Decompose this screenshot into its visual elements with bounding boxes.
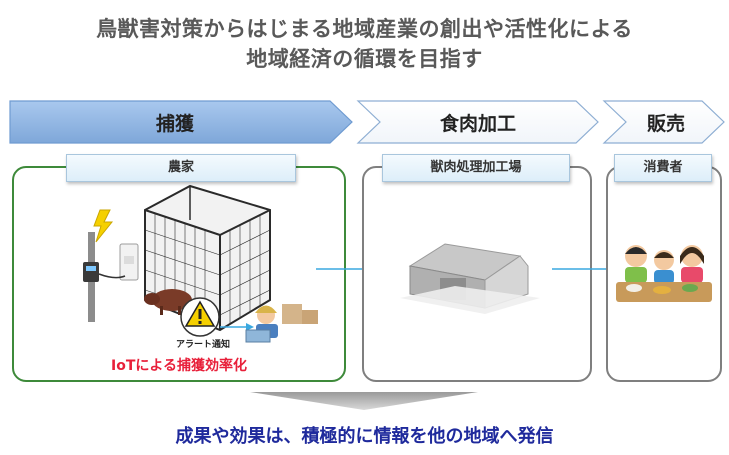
lightning-icon [93, 209, 114, 243]
stage-label-sales: 販売 [646, 113, 685, 135]
stage-chevron-capture [9, 100, 353, 144]
stage-chevrons [9, 100, 725, 144]
capture-illustration [83, 184, 318, 343]
factory-icon [400, 243, 540, 314]
family-eating-icon [616, 245, 712, 302]
bottom-message: 成果や効果は、積極的に情報を他の地域へ発信 [175, 426, 554, 447]
title-line-1: 鳥獣害対策からはじまる地域産業の創出や活性化による [96, 17, 633, 41]
alert-label: アラート通知 [176, 340, 231, 350]
stage-chevron-processing [356, 100, 599, 144]
stage-label-capture: 捕獲 [155, 113, 194, 135]
boar-icon [144, 289, 192, 315]
down-arrow [250, 392, 478, 410]
stage-chevron-sales [602, 100, 725, 144]
processing-tag: 獣肉処理加工場 [382, 154, 570, 182]
farmer-icon [245, 304, 318, 343]
iot-caption: IoTによる捕獲効率化 [111, 358, 247, 374]
title-line-2: 地域経済の循環を目指す [246, 47, 483, 71]
alert-icon [180, 297, 220, 337]
farmer-tag: 農家 [66, 154, 296, 182]
consumer-tag: 消費者 [614, 154, 712, 182]
sensor-unit [83, 262, 99, 282]
stage-label-processing: 食肉加工 [439, 113, 516, 135]
